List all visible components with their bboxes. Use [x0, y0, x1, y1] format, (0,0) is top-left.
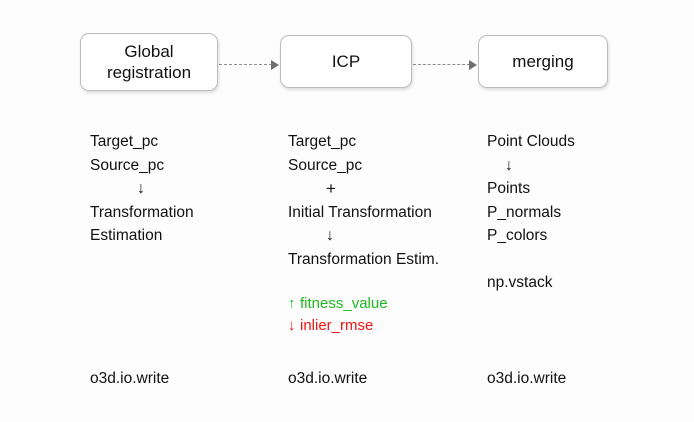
flow-box-label: ICP — [331, 51, 361, 71]
column-line: P_normals — [487, 203, 562, 221]
flow-box-merging[interactable]: merging — [478, 35, 608, 88]
metric-label: inlier_rmse — [300, 317, 374, 334]
down-arrow-icon: ↓ — [505, 156, 513, 174]
column-line: Target_pc — [288, 133, 357, 150]
column-line: Points — [487, 180, 531, 197]
merging-operation-vstack: np.vstack — [487, 274, 553, 291]
column-line: Source_pc — [90, 156, 165, 174]
down-arrow-icon: ↓ — [137, 180, 145, 197]
connector-icp-to-merging — [413, 60, 477, 70]
output-write-merging: o3d.io.write — [487, 370, 567, 387]
column-line: Point Clouds — [487, 133, 575, 150]
flow-box-label: Global registration — [106, 41, 192, 82]
column-icp: Target_pc Source_pc + Initial Transforma… — [288, 130, 439, 337]
column-merging: Point Clouds ↓ Points P_normals P_colors — [487, 130, 575, 248]
column-line: Initial Transformation — [288, 203, 432, 221]
flow-box-label: merging — [512, 51, 574, 71]
pipeline-flow-row: Global registration ICP merging — [0, 33, 694, 91]
metric-fitness-value: ↑fitness_value — [288, 293, 439, 315]
spacer — [288, 271, 439, 293]
metric-inlier-rmse: ↓inlier_rmse — [288, 315, 439, 337]
arrowhead-icon — [469, 60, 477, 70]
metric-label: fitness_value — [300, 295, 388, 312]
output-write-icp: o3d.io.write — [288, 370, 368, 387]
plus-icon: + — [326, 179, 336, 198]
column-line: Source_pc — [288, 156, 363, 174]
down-arrow-icon: ↓ — [288, 317, 296, 334]
column-global-registration: Target_pc Source_pc ↓ Transformation Est… — [90, 130, 194, 248]
flow-box-icp[interactable]: ICP — [280, 35, 412, 88]
column-line: Target_pc — [90, 133, 159, 150]
column-line: Estimation — [90, 227, 163, 244]
flow-box-global-registration[interactable]: Global registration — [80, 33, 218, 91]
output-write-global-registration: o3d.io.write — [90, 370, 170, 387]
column-line: Transformation Estim. — [288, 250, 440, 268]
up-arrow-icon: ↑ — [288, 295, 296, 312]
down-arrow-icon: ↓ — [326, 227, 334, 244]
connector-global-to-icp — [219, 60, 279, 70]
column-line: P_colors — [487, 227, 548, 244]
column-line: Transformation — [90, 203, 194, 221]
arrowhead-icon — [271, 60, 279, 70]
dashed-line — [413, 64, 470, 65]
dashed-line — [219, 64, 272, 65]
